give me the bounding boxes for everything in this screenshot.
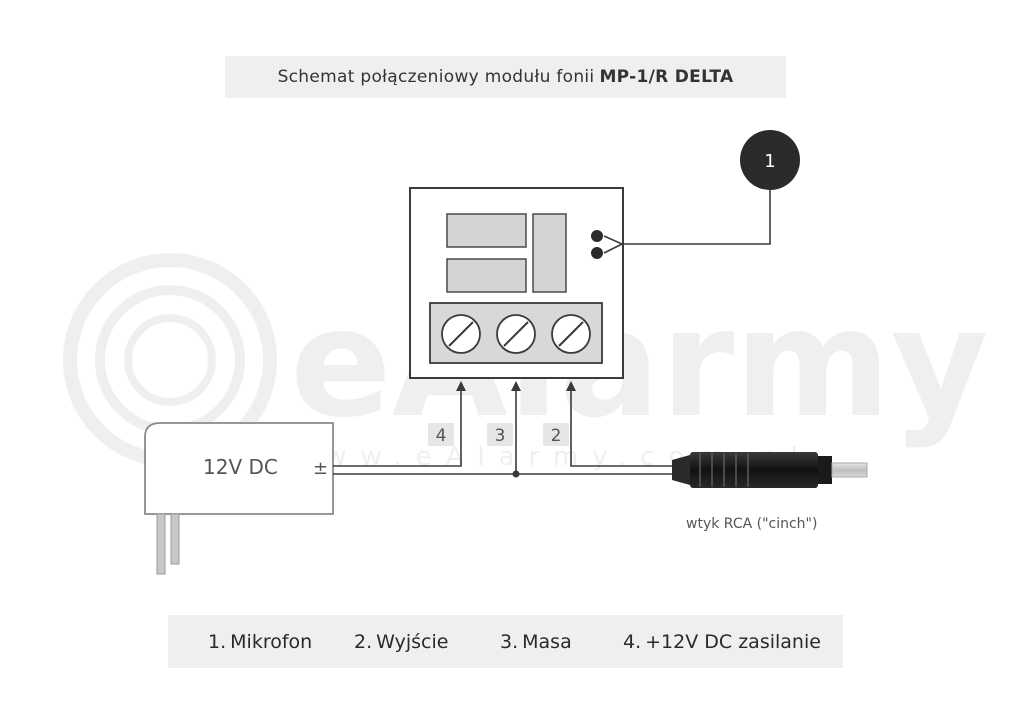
wire-label-4: 4	[436, 426, 447, 446]
wire-label-2: 2	[551, 426, 562, 446]
rca-plug-icon	[672, 452, 867, 488]
callout-number: 1	[764, 151, 775, 172]
microphone-lead	[604, 180, 770, 253]
legend-number: 2.	[354, 631, 372, 653]
legend-text: Masa	[522, 631, 572, 653]
terminal-screw	[442, 315, 480, 353]
wire-label-3: 3	[495, 426, 506, 446]
watermark-main-text: eAlarmy	[290, 277, 989, 451]
legend-number: 3.	[500, 631, 518, 653]
legend-text: Mikrofon	[230, 631, 312, 653]
junction-dot	[513, 471, 520, 478]
callout-badge-1: 1	[740, 130, 800, 190]
legend-band: 1.Mikrofon 2.Wyjście 3.Masa 4.+12V DC za…	[168, 615, 843, 668]
module-box	[410, 188, 623, 378]
power-supply-label: 12V DC	[203, 455, 278, 479]
wire-labels: 4 3 2	[428, 423, 569, 446]
rca-label: wtyk RCA ("cinch")	[686, 516, 817, 532]
legend-item-output: 2.Wyjście	[354, 631, 448, 653]
polarity-symbol: ±	[313, 458, 328, 479]
legend-number: 1.	[208, 631, 226, 653]
power-supply: 12V DC ±	[145, 423, 333, 574]
legend-number: 4.	[623, 631, 641, 653]
legend-item-ground: 3.Masa	[500, 631, 572, 653]
legend-item-power: 4.+12V DC zasilanie	[623, 631, 821, 653]
legend-item-microphone: 1.Mikrofon	[208, 631, 312, 653]
component-block	[447, 214, 526, 247]
microphone-contact	[591, 247, 603, 259]
microphone-contact	[591, 230, 603, 242]
component-block	[533, 214, 566, 292]
component-block	[447, 259, 526, 292]
terminal-screw	[497, 315, 535, 353]
legend-text: +12V DC zasilanie	[645, 631, 821, 653]
legend-text: Wyjście	[376, 631, 448, 653]
terminal-screw	[552, 315, 590, 353]
